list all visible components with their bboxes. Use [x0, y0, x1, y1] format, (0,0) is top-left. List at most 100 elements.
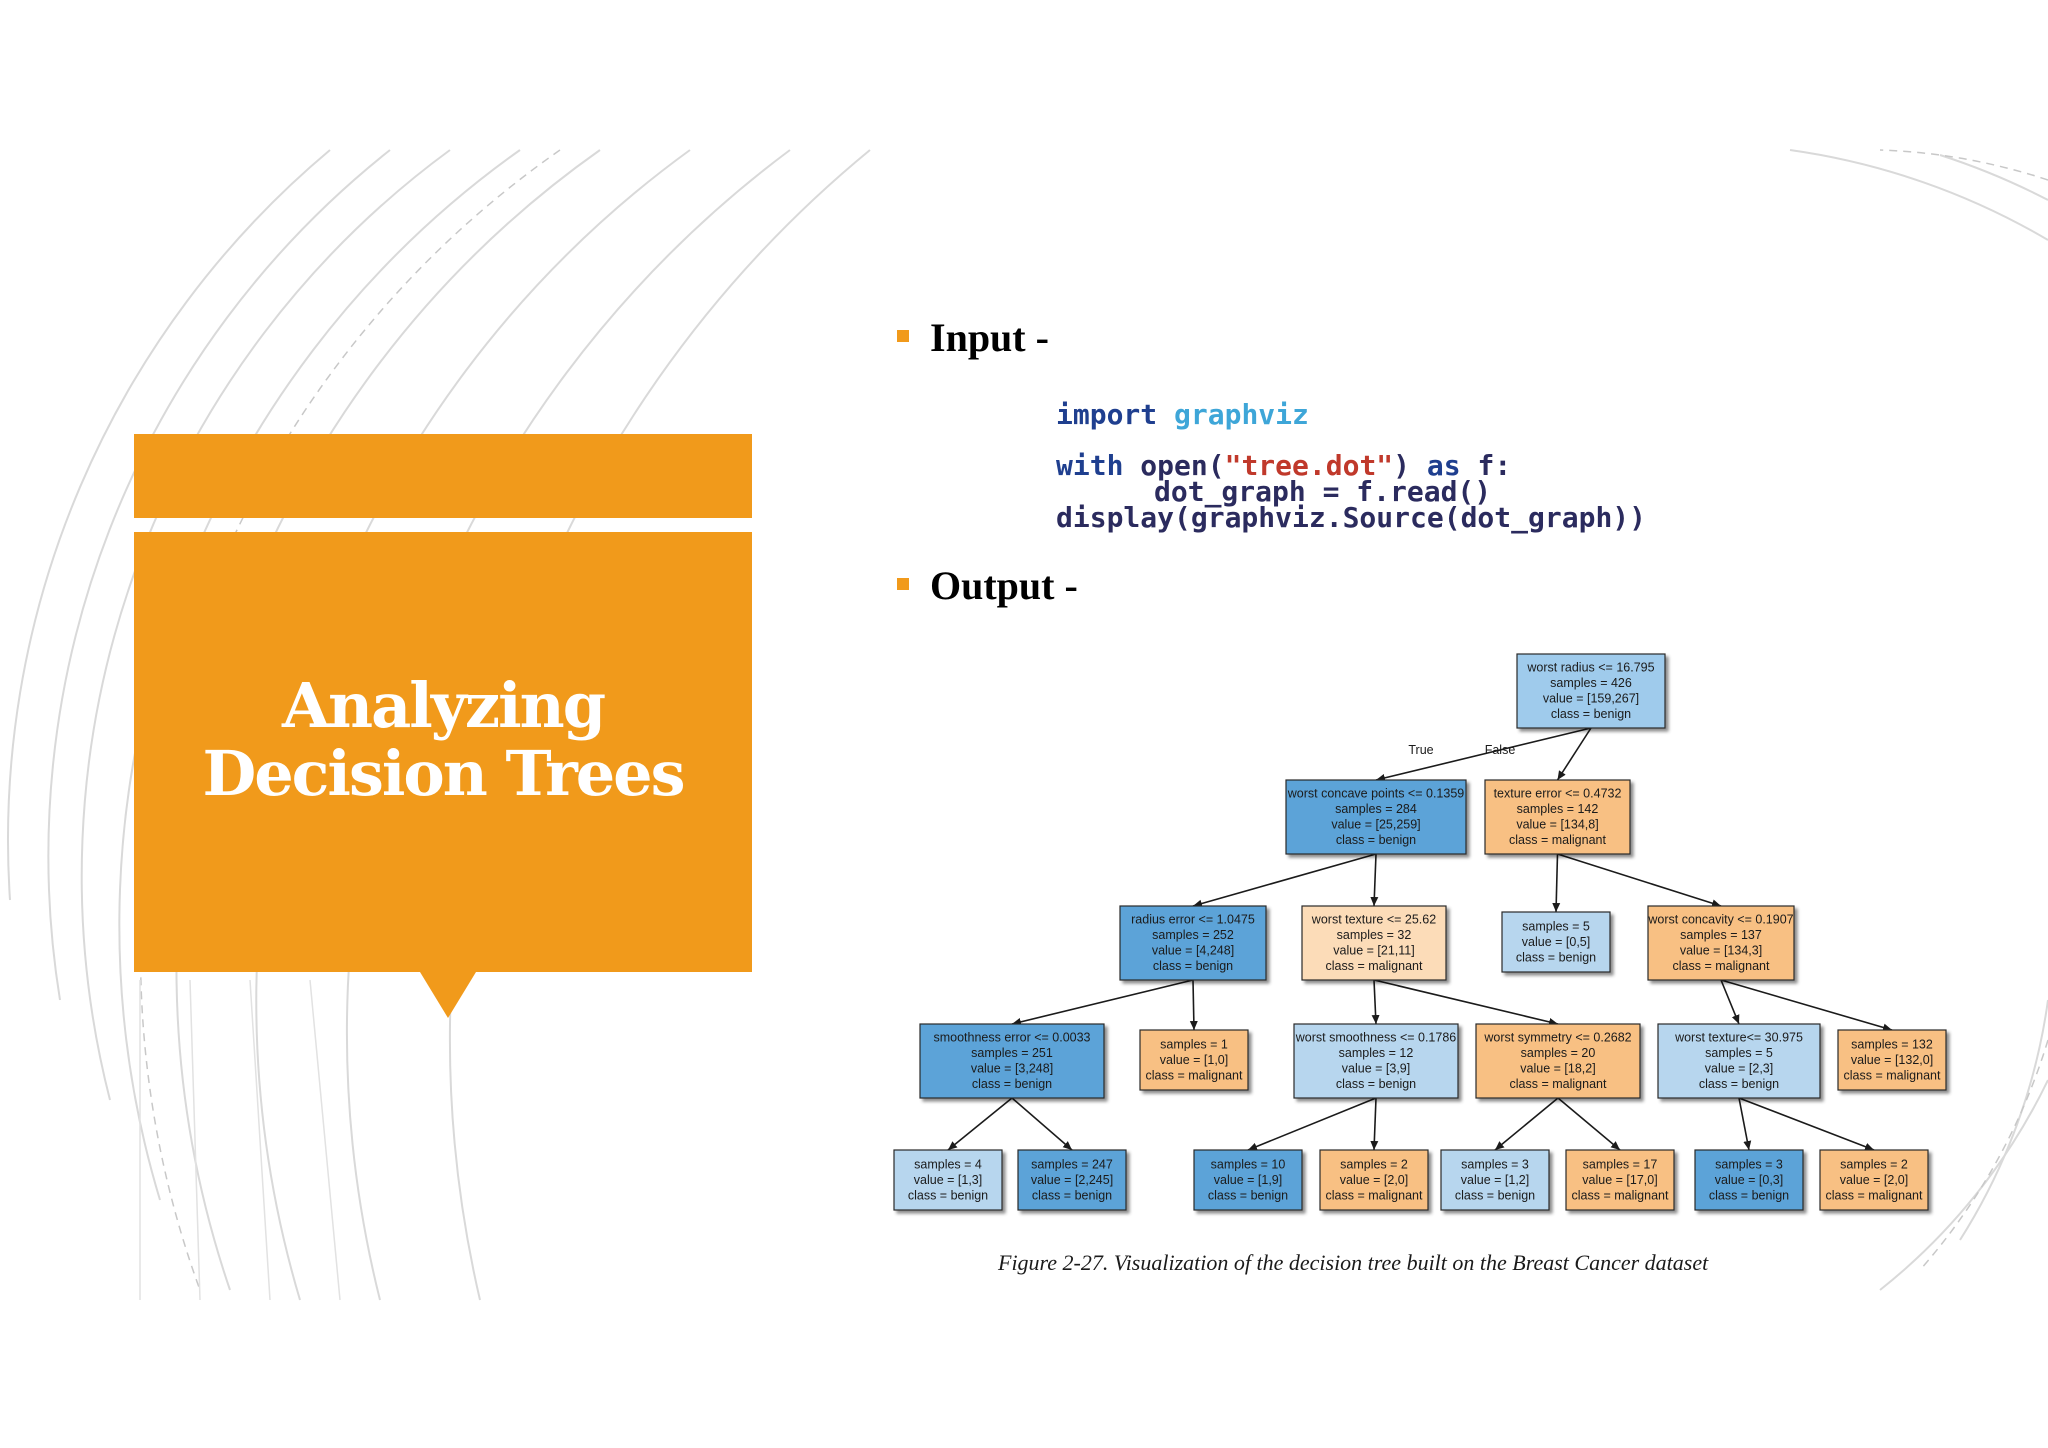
tree-edge	[1738, 1097, 1875, 1151]
arc	[249, 979, 271, 1301]
code-keyword: with	[1056, 449, 1124, 482]
node-box	[1119, 905, 1267, 981]
tree-edge	[1720, 979, 1893, 1032]
node-text: class = benign	[1699, 1077, 1779, 1091]
callout-pointer	[420, 972, 476, 1018]
node-box	[1193, 1149, 1303, 1211]
arc	[1919, 1039, 2048, 1271]
arc	[309, 979, 341, 1301]
arc	[1939, 154, 2048, 201]
node-text: value = [21,11]	[1333, 944, 1414, 958]
node-box	[1837, 1029, 1947, 1091]
tree-node: samples = 17 value = [17,0]class = malign…	[1565, 1149, 1675, 1211]
node-text: smoothness error <= 0.0033	[933, 1031, 1090, 1045]
title-panel	[134, 532, 752, 972]
tree-edge	[1370, 1097, 1379, 1151]
node-text: samples = 284	[1335, 802, 1417, 816]
tree-edge	[947, 1097, 1013, 1151]
code-string: "tree.dot"	[1224, 449, 1394, 482]
slide-title: Analyzing Decision Trees	[134, 672, 752, 808]
node-text: class = malignant	[1673, 959, 1770, 973]
tree-edge	[1370, 853, 1379, 907]
code-line: import graphviz	[1056, 401, 1309, 429]
node-text: worst smoothness <= 0.1786	[1295, 1031, 1457, 1045]
node-text: value = [2,0]	[1840, 1173, 1908, 1187]
node-box	[1319, 1149, 1429, 1211]
node-text: class = benign	[1336, 1077, 1416, 1091]
tree-edge	[1189, 979, 1198, 1031]
tree-edge	[1373, 979, 1559, 1026]
node-text: value = [18,2]	[1520, 1062, 1595, 1076]
node-text: worst concavity <= 0.1907	[1647, 913, 1793, 927]
bullet-icon	[897, 578, 909, 590]
tree-edge	[1494, 1097, 1559, 1151]
node-text: samples = 142	[1517, 802, 1599, 816]
tree-edge	[1557, 853, 1722, 908]
node-text: value = [2,3]	[1705, 1062, 1773, 1076]
node-text: samples = 20	[1521, 1046, 1596, 1060]
code-text: f:	[1477, 449, 1512, 482]
node-box	[1647, 905, 1795, 981]
node-box	[1139, 1029, 1249, 1091]
node-text: class = malignant	[1572, 1188, 1669, 1202]
arc	[1879, 1079, 2048, 1291]
node-box	[893, 1149, 1003, 1211]
node-text: samples = 3	[1715, 1157, 1783, 1171]
node-text: value = [1,0]	[1160, 1053, 1228, 1067]
node-text: class = malignant	[1146, 1068, 1243, 1082]
node-text: worst concave points <= 0.1359	[1287, 787, 1465, 801]
node-text: class = benign	[1516, 950, 1596, 964]
node-text: value = [132,0]	[1851, 1053, 1933, 1067]
node-text: worst texture <= 25.62	[1311, 913, 1436, 927]
node-box	[1475, 1023, 1641, 1099]
tree-edge	[1192, 853, 1377, 908]
node-text: class = malignant	[1326, 959, 1423, 973]
node-text: samples = 252	[1152, 928, 1234, 942]
node-text: samples = 17	[1583, 1157, 1658, 1171]
tree-edge	[1556, 727, 1592, 781]
arc	[7, 149, 331, 901]
node-text: samples = 5	[1522, 919, 1590, 933]
tree-edge	[1371, 979, 1380, 1025]
node-text: samples = 10	[1211, 1157, 1286, 1171]
node-text: value = [17,0]	[1582, 1173, 1657, 1187]
node-text: value = [134,3]	[1680, 944, 1762, 958]
code-line: with open("tree.dot") as f:	[1056, 452, 1511, 480]
edge-label-false: False	[1485, 743, 1516, 757]
node-text: worst radius <= 16.795	[1526, 661, 1654, 675]
arc	[189, 979, 201, 1301]
input-label: Input -	[930, 315, 1049, 360]
node-text: value = [0,5]	[1522, 935, 1590, 949]
node-box	[1819, 1149, 1929, 1211]
tree-edge	[1011, 1097, 1073, 1151]
node-box	[1440, 1149, 1550, 1211]
node-box	[1516, 653, 1666, 729]
node-text: samples = 251	[971, 1046, 1053, 1060]
node-box	[1657, 1023, 1821, 1099]
node-text: class = benign	[1032, 1188, 1112, 1202]
node-text: radius error <= 1.0475	[1131, 913, 1255, 927]
node-text: samples = 2	[1340, 1157, 1408, 1171]
node-text: texture error <= 0.4732	[1494, 787, 1622, 801]
node-box	[1293, 1023, 1459, 1099]
code-module: graphviz	[1174, 398, 1309, 431]
node-box	[1017, 1149, 1127, 1211]
node-text: class = benign	[972, 1077, 1052, 1091]
code-keyword: import	[1056, 398, 1158, 431]
node-text: value = [3,248]	[971, 1062, 1053, 1076]
tree-edge	[1011, 979, 1194, 1026]
node-text: worst texture<= 30.975	[1674, 1031, 1803, 1045]
node-box	[1285, 779, 1467, 855]
arc	[139, 149, 561, 1291]
node-text: samples = 2	[1840, 1157, 1908, 1171]
